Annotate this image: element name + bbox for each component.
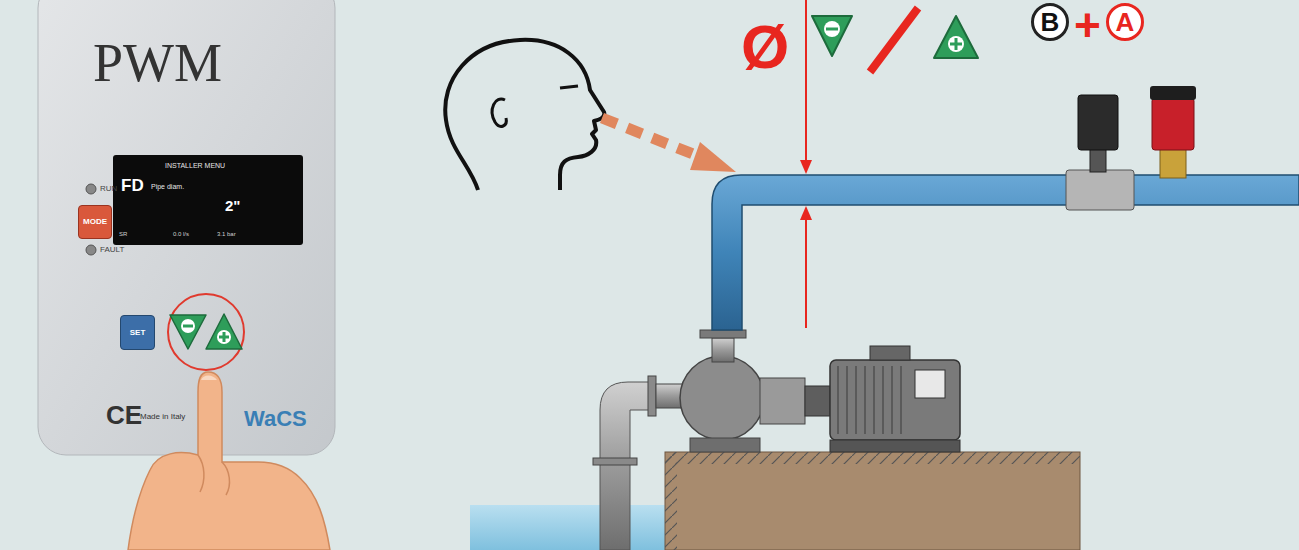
head-ear [492,99,506,126]
motor-fins [838,366,901,434]
highlight-ring [168,294,244,370]
sensor-b-callout: B [1031,3,1069,41]
dimension-line [805,218,807,328]
pressure-reading: 3.1 bar [217,231,236,237]
plus-disc [948,36,964,52]
pointing-hand [128,372,330,550]
plus-sign [219,332,229,342]
parameter-name: Pipe diam. [151,183,184,190]
plus-sign [950,38,962,50]
lcd-display: INSTALLER MENU FD Pipe diam. 2" SR 0.0 l/s 3.1… [113,155,303,245]
rating-plate [915,370,945,398]
suction-flange [593,458,637,465]
ce-mark: CE [106,402,142,428]
outlet-flange [700,330,746,338]
mode-button: MODE [78,205,112,239]
motor-foot [830,440,960,452]
dimension-arrowhead [800,206,812,220]
status-code: SR [119,231,127,237]
minus-sign [826,28,838,31]
electric-motor [830,346,960,452]
discharge-pipe [712,175,1299,330]
set-button: SET [120,315,155,350]
button-text: A [1116,9,1135,35]
motor-fin [900,366,902,434]
sensor-fitting [1066,170,1134,210]
minus-triangle [812,16,852,56]
plus-triangle [206,314,242,349]
bearing-frame [760,378,805,424]
minus-button [170,315,206,349]
concrete-base [665,452,1080,550]
sensor-a-cap [1150,86,1196,100]
led-label: RUN [100,185,117,193]
fingernail [201,376,217,381]
pump-outlet [712,338,734,362]
motor-fin [873,366,875,434]
sensor-b-stem [1090,148,1106,172]
brand-logo: WaCS [244,408,307,430]
controller-housing [38,0,335,455]
pump-foot [690,438,760,452]
sensor-b-body [1078,95,1118,150]
terminal-box [870,346,910,360]
motor-fin [882,366,884,434]
centrifugal-pump [656,330,830,452]
inlet-flange [648,376,656,416]
base-hatching [665,452,1080,464]
sensor-a-body [1152,98,1194,150]
coupling [805,386,830,416]
plus-sign: + [1074,2,1101,48]
sight-arrowhead [690,142,736,172]
motor-body [830,360,960,440]
pump-volute [680,356,764,440]
motor-fin [855,366,857,434]
button-text: B [1041,9,1060,35]
minus-triangle [170,315,206,349]
origin-note: Made in Italy [140,413,185,421]
minus-disc [824,21,840,37]
product-name: PWM [93,36,222,90]
dimension-line [805,0,807,162]
minus-sign [183,325,193,328]
plus-disc [217,330,231,344]
hand-creases [198,455,229,495]
button-text: SET [130,329,146,337]
motor-fin [837,366,839,434]
motor-fin [846,366,848,434]
sensor-a-brass [1160,148,1186,178]
water-tank [470,505,670,550]
parameter-code: FD [121,177,144,194]
dimension-arrowhead [800,160,812,174]
sight-arrow-line [602,118,708,160]
motor-fin [864,366,866,434]
head-eye [560,86,578,88]
plus-key-icon [934,16,978,58]
suction-pipe [600,382,650,550]
button-text: MODE [83,218,107,226]
slash [870,8,918,72]
parameter-value: 2" [225,198,240,213]
plus-triangle [934,16,978,58]
plus-button [206,314,242,349]
base-hatching [665,452,677,550]
flow-reading: 0.0 l/s [173,231,189,237]
diameter-symbol: Ø [741,16,789,78]
led-label: FAULT [100,246,124,254]
hand-shape [128,372,330,550]
minus-disc [181,319,195,333]
fault-led [86,245,96,255]
minus-key-icon [812,16,852,56]
observer-head [445,40,604,190]
run-led [86,184,96,194]
menu-title: INSTALLER MENU [165,162,225,169]
sensor-a-callout: A [1106,3,1144,41]
motor-fin [891,366,893,434]
